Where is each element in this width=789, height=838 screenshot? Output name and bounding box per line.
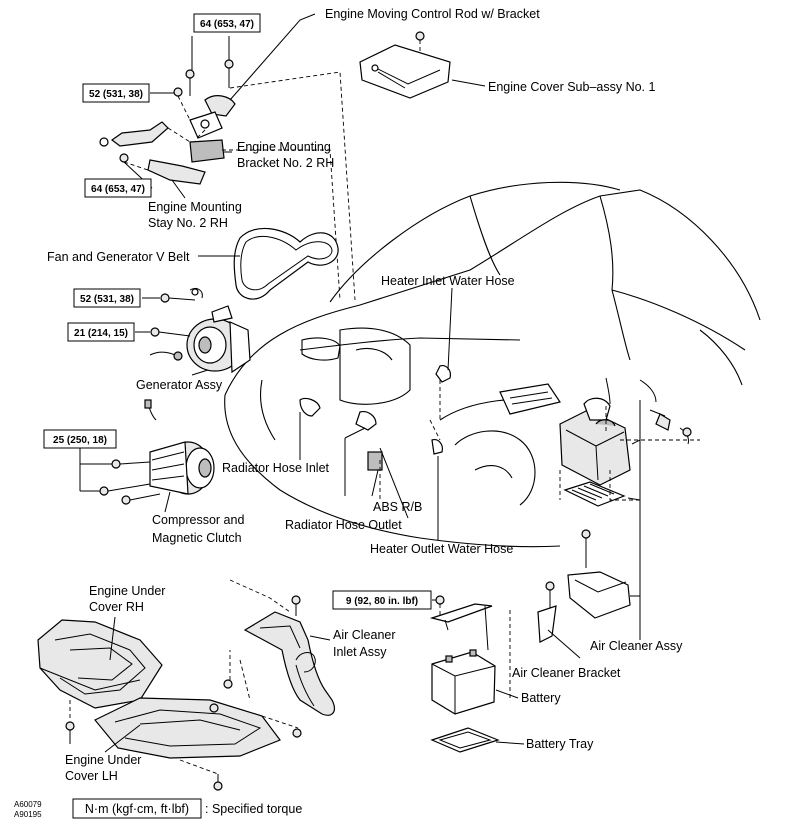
label-mount-stay-line1: Engine Mounting: [148, 200, 242, 214]
label-air-cleaner-assy: Air Cleaner Assy: [590, 639, 683, 653]
legend-text: : Specified torque: [205, 802, 302, 816]
label-engine-moving-control-rod: Engine Moving Control Rod w/ Bracket: [325, 7, 540, 21]
svg-text:25 (250, 18): 25 (250, 18): [53, 435, 107, 446]
svg-text:9 (92, 80 in. lbf): 9 (92, 80 in. lbf): [346, 596, 418, 607]
torque-box-5: 21 (214, 15): [67, 322, 135, 342]
label-compressor-line1: Compressor and: [152, 513, 244, 527]
svg-text:64 (653, 47): 64 (653, 47): [91, 184, 145, 195]
label-generator: Generator Assy: [136, 378, 223, 392]
engine-moving-control-rod-part: [99, 13, 356, 301]
leader-lines: [79, 36, 641, 753]
svg-text:52 (531, 38): 52 (531, 38): [80, 294, 134, 305]
legend-unit: N·m (kgf·cm, ft·lbf): [85, 802, 189, 816]
label-under-cover-rh-line2: Cover RH: [89, 600, 144, 614]
engine-bay-parts: [299, 365, 561, 500]
label-air-cleaner-bracket: Air Cleaner Bracket: [512, 666, 621, 680]
figure-code-1: A60079: [14, 800, 42, 809]
legend: A60079 A90195 N·m (kgf·cm, ft·lbf) : Spe…: [14, 798, 302, 819]
label-abs-rb: ABS R/B: [373, 500, 422, 514]
label-mount-stay-line2: Stay No. 2 RH: [148, 216, 228, 230]
compressor-part: [99, 399, 215, 505]
label-under-cover-lh-line2: Cover LH: [65, 769, 118, 783]
figure-code-2: A90195: [14, 810, 42, 819]
torque-box-1: 64 (653, 47): [193, 13, 261, 33]
label-under-cover-lh-line1: Engine Under: [65, 753, 141, 767]
label-heater-outlet: Heater Outlet Water Hose: [370, 542, 513, 556]
air-cleaner-inlet-part: [229, 579, 335, 716]
label-mount-bracket-line1: Engine Mounting: [237, 140, 331, 154]
label-under-cover-rh-line1: Engine Under: [89, 584, 165, 598]
engine-cover-part: [359, 31, 451, 99]
torque-box-2: 52 (531, 38): [82, 83, 150, 103]
label-battery: Battery: [521, 691, 561, 705]
battery-part: [429, 595, 511, 753]
label-air-cleaner-inlet-line2: Inlet Assy: [333, 645, 387, 659]
label-heater-inlet: Heater Inlet Water Hose: [381, 274, 515, 288]
label-air-cleaner-inlet-line1: Air Cleaner: [333, 628, 396, 642]
label-radiator-inlet: Radiator Hose Inlet: [222, 461, 330, 475]
vehicle-body-outline: [224, 181, 761, 548]
v-belt-part: [233, 227, 339, 300]
torque-box-3: 64 (653, 47): [84, 178, 152, 198]
label-engine-cover: Engine Cover Sub–assy No. 1: [488, 80, 656, 94]
svg-text:52 (531, 38): 52 (531, 38): [89, 89, 143, 100]
label-radiator-outlet: Radiator Hose Outlet: [285, 518, 402, 532]
engine-under-cover-lh-part: [65, 650, 302, 791]
torque-box-4: 52 (531, 38): [73, 288, 141, 308]
svg-text:64 (653, 47): 64 (653, 47): [200, 19, 254, 30]
label-battery-tray: Battery Tray: [526, 737, 594, 751]
generator-part: [149, 287, 251, 374]
label-mount-bracket-line2: Bracket No. 2 RH: [237, 156, 334, 170]
air-cleaner-part: [537, 377, 700, 643]
torque-box-7: 9 (92, 80 in. lbf): [332, 590, 432, 610]
engine-under-cover-rh-part: [37, 619, 163, 709]
torque-box-6: 25 (250, 18): [43, 429, 117, 449]
svg-text:21 (214, 15): 21 (214, 15): [74, 328, 128, 339]
label-compressor-line2: Magnetic Clutch: [152, 531, 242, 545]
label-v-belt: Fan and Generator V Belt: [47, 250, 190, 264]
